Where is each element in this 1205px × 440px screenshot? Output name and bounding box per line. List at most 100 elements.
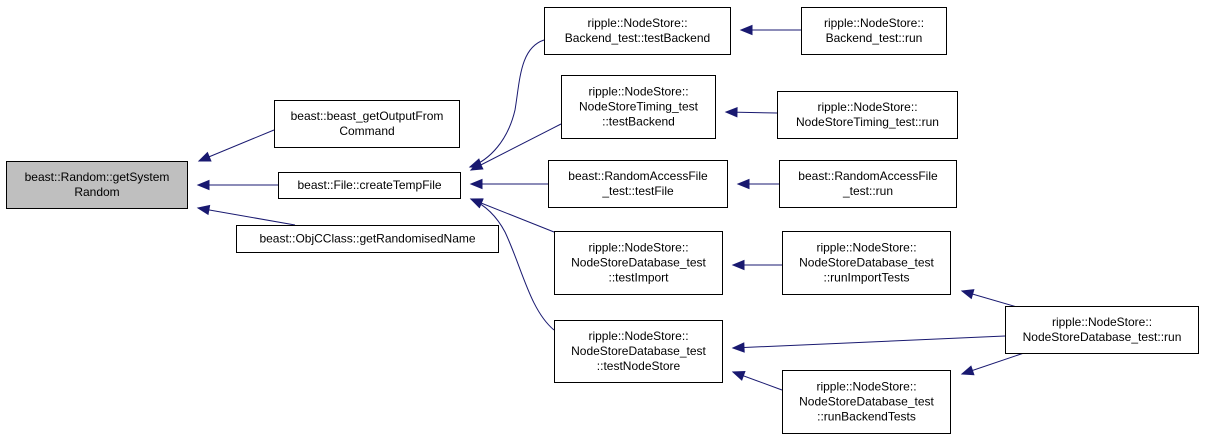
edge-arrowhead	[739, 24, 753, 36]
node-label-line: ripple::NodeStore::	[816, 380, 916, 394]
edge-arrowhead	[731, 371, 746, 381]
edge-line	[469, 39, 545, 168]
node-n7[interactable]: ripple::NodeStore::NodeStoreDatabase_tes…	[554, 231, 723, 295]
edge-n5-to-n2	[469, 123, 562, 171]
edge-n4-to-n2	[468, 39, 545, 169]
edge-n3-to-n0	[196, 204, 296, 226]
edge-n11-to-n6	[736, 178, 779, 190]
node-label-line: ::testBackend	[602, 115, 675, 129]
edge-arrowhead	[724, 106, 738, 118]
node-label-line: ::testImport	[608, 271, 669, 285]
node-n3[interactable]: beast::ObjCClass::getRandomisedName	[236, 225, 499, 253]
node-label-line: beast::beast_getOutputFrom	[291, 109, 444, 123]
node-label-line: _test::run	[842, 184, 893, 198]
node-label-line: ::runBackendTests	[817, 410, 916, 424]
edge-arrowhead	[960, 365, 975, 376]
node-label-line: Backend_test::testBackend	[565, 31, 710, 45]
node-label-line: NodeStoreTiming_test	[579, 100, 699, 114]
node-label-line: Command	[339, 124, 394, 138]
node-n4[interactable]: ripple::NodeStore::Backend_test::testBac…	[544, 7, 731, 55]
edge-n14-to-n8	[731, 335, 1006, 353]
edge-line	[470, 123, 562, 171]
node-n2[interactable]: beast::File::createTempFile	[278, 172, 461, 199]
edge-line	[198, 129, 275, 162]
node-label-line: NodeStoreDatabase_test	[799, 256, 934, 270]
edge-arrowhead	[731, 259, 745, 271]
edge-n10-to-n5	[724, 106, 778, 118]
node-box	[278, 172, 461, 199]
node-label-line: ripple::NodeStore::	[816, 241, 916, 255]
node-box	[274, 100, 460, 148]
edge-arrowhead	[469, 160, 484, 171]
node-n5[interactable]: ripple::NodeStore::NodeStoreTiming_test:…	[561, 75, 716, 139]
node-label-line: NodeStoreDatabase_test	[571, 344, 706, 358]
node-label-line: ripple::NodeStore::	[588, 329, 688, 343]
edge-arrowhead	[197, 151, 212, 162]
node-label-line: ::runImportTests	[823, 271, 909, 285]
edge-n2-to-n0	[196, 179, 278, 191]
node-label-line: ripple::NodeStore::	[1052, 315, 1152, 329]
edges-layer	[196, 24, 1025, 391]
node-box	[236, 225, 499, 253]
node-label-line: ripple::NodeStore::	[824, 16, 924, 30]
node-box	[554, 231, 723, 295]
node-n10[interactable]: ripple::NodeStore::NodeStoreTiming_test:…	[777, 91, 958, 139]
edge-arrowhead	[469, 198, 484, 209]
node-label-line: ripple::NodeStore::	[587, 16, 687, 30]
node-box	[782, 370, 951, 434]
node-label-line: NodeStoreDatabase_test::run	[1023, 330, 1182, 344]
node-box	[548, 160, 728, 208]
edge-arrowhead	[731, 342, 745, 353]
node-label-line: NodeStoreDatabase_test	[571, 256, 706, 270]
edge-n8-to-n2	[469, 198, 555, 331]
edge-n6-to-n2	[469, 178, 548, 190]
node-box	[544, 7, 731, 55]
edge-arrowhead	[196, 204, 211, 216]
edge-line	[197, 207, 296, 226]
node-label-line: NodeStoreTiming_test::run	[796, 115, 939, 129]
edge-n14-to-n13	[960, 352, 1025, 376]
edge-arrowhead	[960, 289, 975, 300]
node-label-line: beast::RandomAccessFile	[798, 169, 938, 183]
edge-n12-to-n7	[731, 259, 782, 271]
node-box	[777, 91, 958, 139]
node-label-line: beast::File::createTempFile	[297, 178, 441, 192]
node-n9[interactable]: ripple::NodeStore::Backend_test::run	[801, 7, 947, 55]
edge-arrowhead	[196, 179, 210, 191]
node-box	[1005, 306, 1199, 354]
node-box	[782, 231, 951, 295]
node-n11[interactable]: beast::RandomAccessFile_test::run	[779, 160, 957, 208]
edge-line	[470, 198, 555, 233]
node-label-line: ::testNodeStore	[597, 359, 681, 373]
node-n6[interactable]: beast::RandomAccessFile_test::testFile	[548, 160, 728, 208]
edge-line	[470, 198, 555, 331]
edge-arrowhead	[736, 178, 750, 190]
node-box	[801, 7, 947, 55]
node-n14[interactable]: ripple::NodeStore::NodeStoreDatabase_tes…	[1005, 306, 1199, 354]
node-n8[interactable]: ripple::NodeStore::NodeStoreDatabase_tes…	[554, 320, 723, 383]
node-box	[6, 161, 188, 209]
node-label-line: ripple::NodeStore::	[588, 241, 688, 255]
node-label-line: Random	[74, 185, 119, 199]
edge-n13-to-n8	[731, 371, 783, 391]
node-label-line: beast::RandomAccessFile	[568, 169, 708, 183]
edge-n1-to-n0	[197, 129, 275, 162]
node-label-line: NodeStoreDatabase_test	[799, 395, 934, 409]
node-label-line: beast::ObjCClass::getRandomisedName	[259, 232, 475, 246]
node-label-line: Backend_test::run	[826, 31, 923, 45]
node-label-line: ripple::NodeStore::	[817, 100, 917, 114]
node-box	[561, 75, 716, 139]
node-n12[interactable]: ripple::NodeStore::NodeStoreDatabase_tes…	[782, 231, 951, 295]
node-label-line: ripple::NodeStore::	[588, 85, 688, 99]
node-label-line: beast::Random::getSystem	[25, 170, 170, 184]
edge-arrowhead	[469, 178, 483, 190]
node-label-line: _test::testFile	[601, 184, 674, 198]
node-box	[779, 160, 957, 208]
edge-line	[732, 335, 1006, 349]
node-n13[interactable]: ripple::NodeStore::NodeStoreDatabase_tes…	[782, 370, 951, 434]
edge-n9-to-n4	[739, 24, 801, 36]
